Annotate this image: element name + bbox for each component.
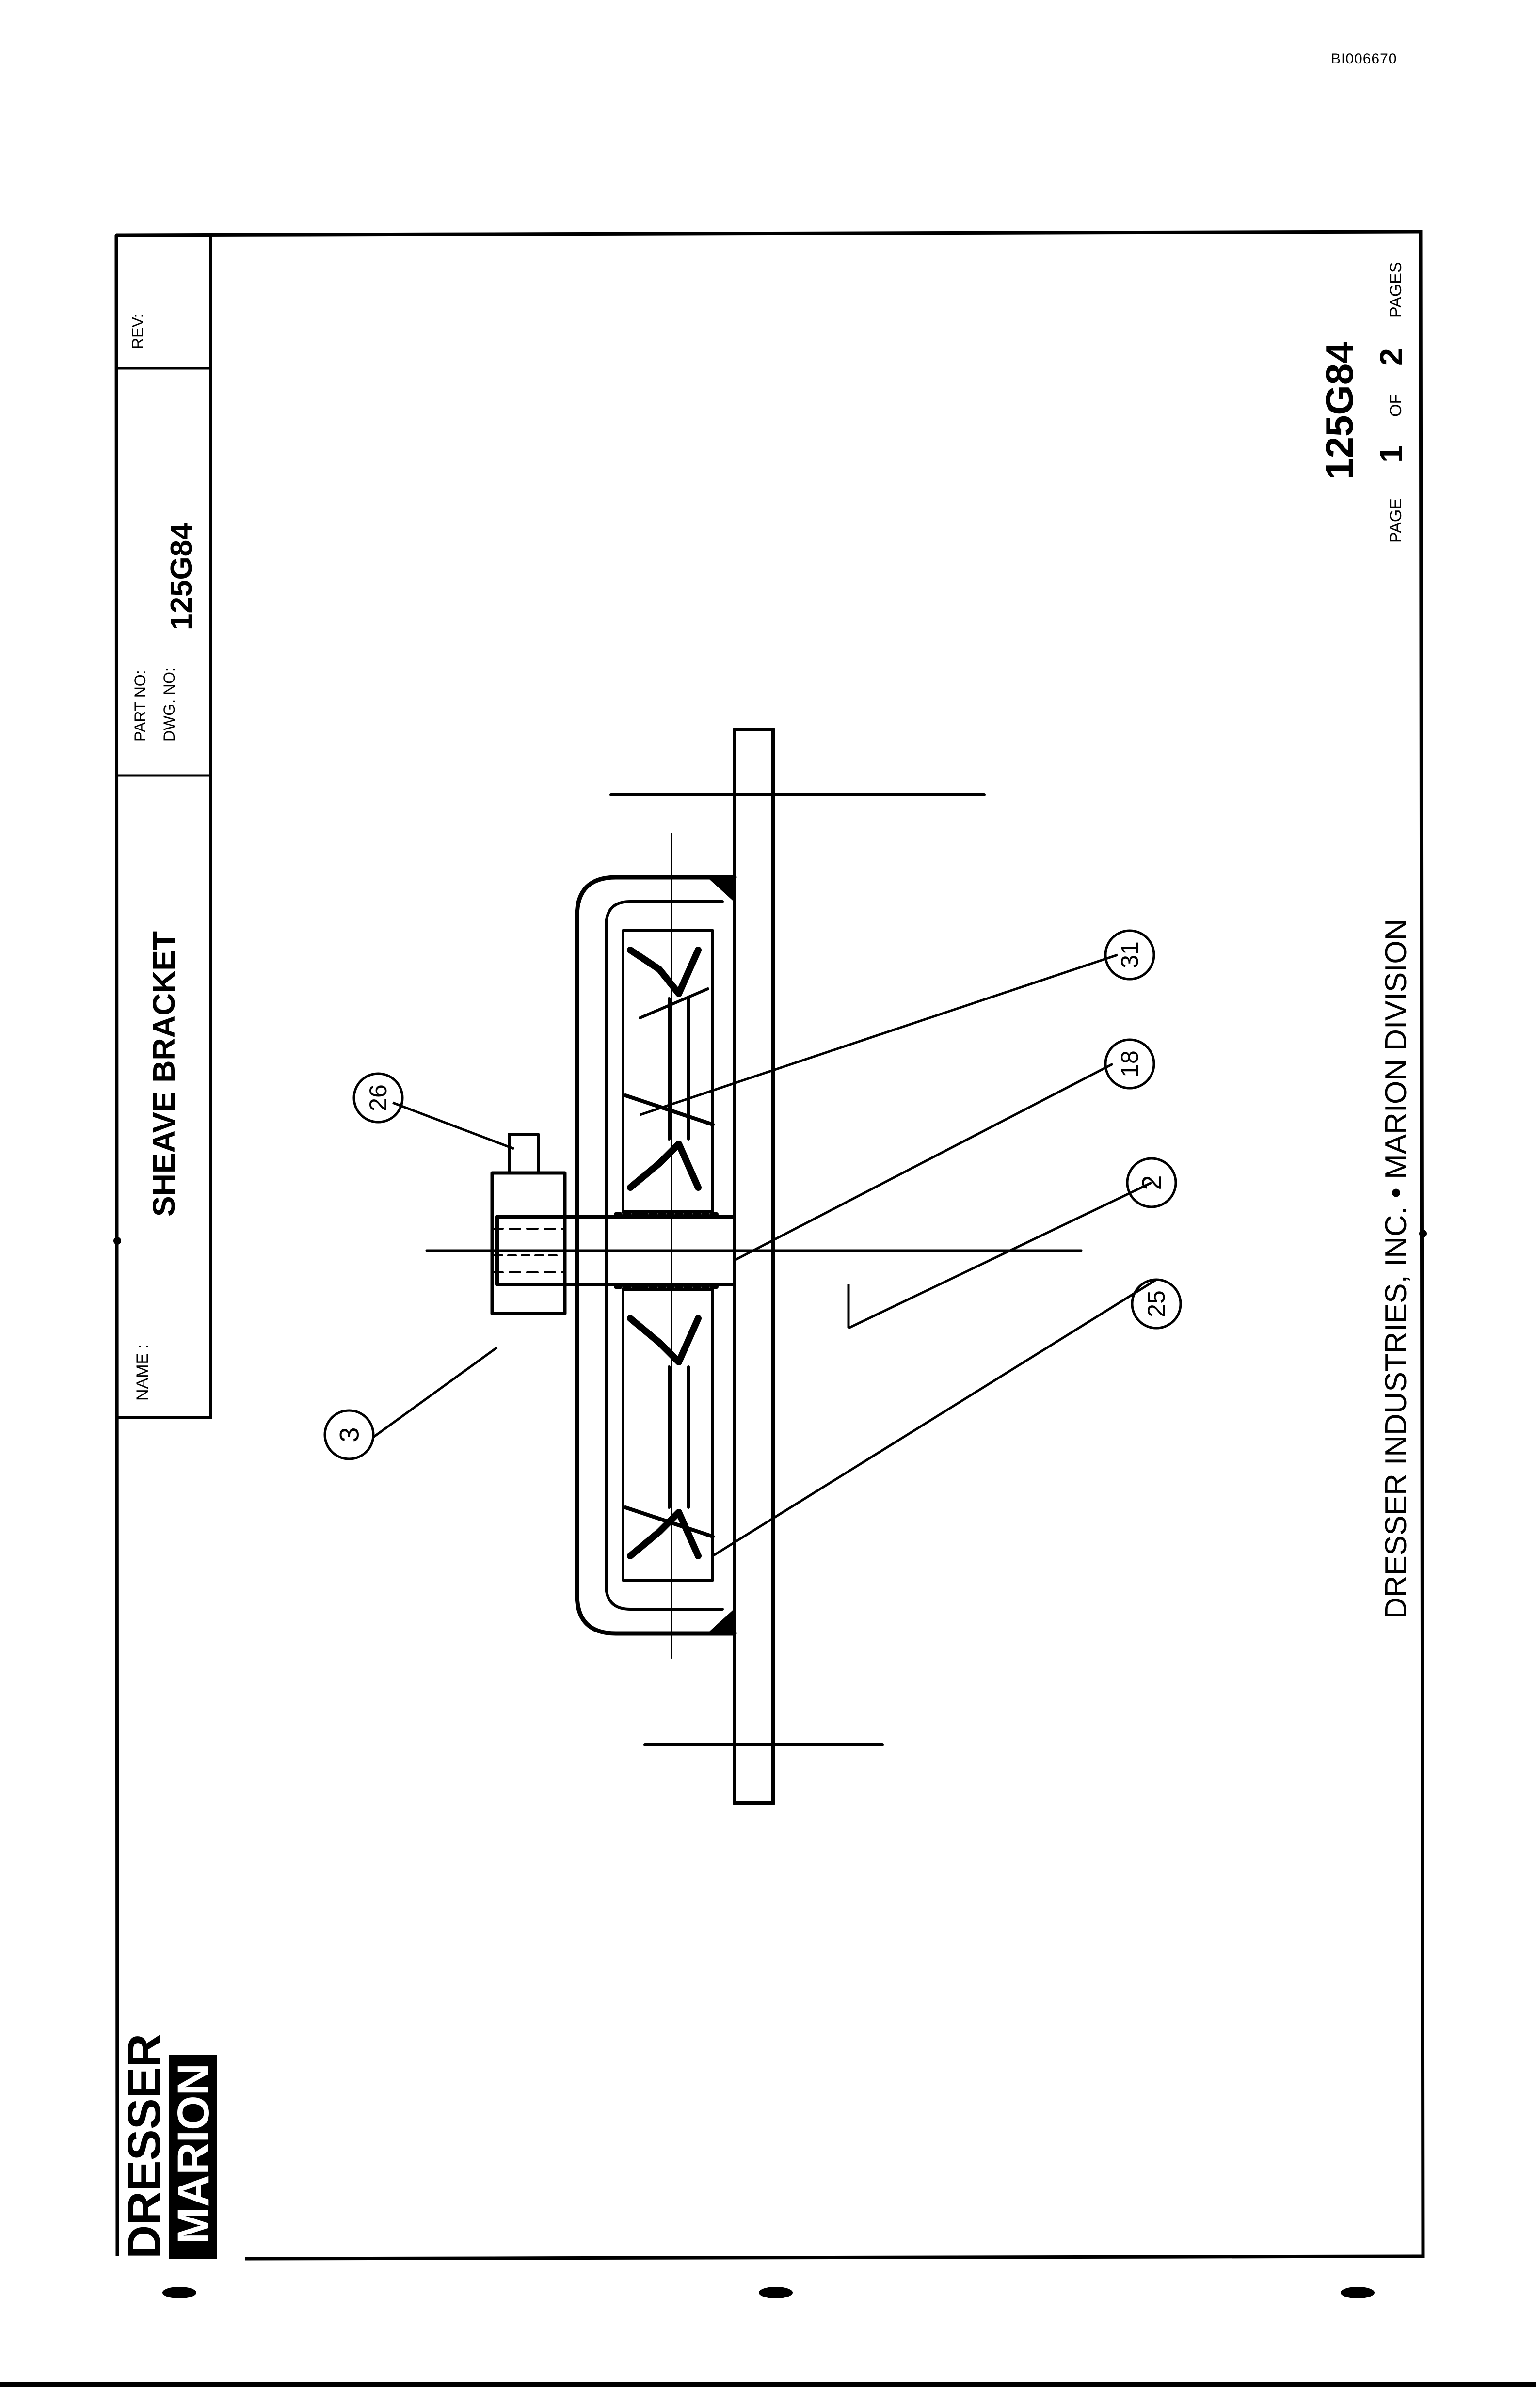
svg-text:2: 2 [1136,1175,1167,1190]
pages-word: PAGES [1387,262,1405,317]
logo-dresser-text: DRESSER [118,2034,170,2259]
svg-text:31: 31 [1116,941,1143,968]
svg-text:26: 26 [365,1084,392,1111]
dresser-marion-logo: DRESSER MARION [118,2034,218,2259]
page-current: 1 [1373,445,1409,463]
callout-31: 31 [1104,929,1155,981]
rev-label: REV: [129,314,146,349]
svg-text:18: 18 [1116,1050,1143,1077]
logo-marion-bar [169,2055,217,2259]
cotter-pin [508,1133,540,1174]
svg-text:3: 3 [334,1427,365,1442]
callout-26: 26 [352,1072,404,1124]
bracket-housing [575,875,737,1636]
name-label: NAME : [133,1344,152,1401]
part-name: SHEAVE BRACKET [146,931,181,1217]
svg-text:25: 25 [1143,1290,1170,1317]
title-block [115,234,212,1419]
callout-25: 25 [1131,1278,1182,1330]
callout-18: 18 [1104,1038,1155,1090]
company-line: DRESSER INDUSTRIES, INC. • MARION DIVISI… [1379,919,1413,1619]
callout-3: 3 [323,1409,375,1460]
sheave-upper [622,929,715,1213]
of-word: OF [1387,394,1405,417]
sheave-lower [622,1288,715,1582]
scan-marks [0,1230,1536,2387]
page-word: PAGE [1387,498,1405,543]
base-plate [733,728,775,1805]
callout-leaders [372,953,1157,1557]
dwg-no-label: DWG. NO: [160,667,178,742]
document-id: BI006670 [1331,51,1397,67]
callout-balloons: 3 25 2 18 31 26 [323,929,1182,1460]
logo-marion-text: MARION [169,2063,218,2244]
sheet-border [114,230,1425,2261]
dwg-no-value: 125G84 [165,523,198,630]
page-info: PAGE 1 OF 2 PAGES [1373,262,1409,543]
shaft-nut [490,1171,567,1315]
callout-2: 2 [1126,1157,1177,1208]
drawing-number: 125G84 [1318,342,1361,480]
part-no-label: PART NO: [131,670,149,742]
page-total: 2 [1373,348,1409,366]
sheave-bracket-drawing [425,728,1083,1805]
